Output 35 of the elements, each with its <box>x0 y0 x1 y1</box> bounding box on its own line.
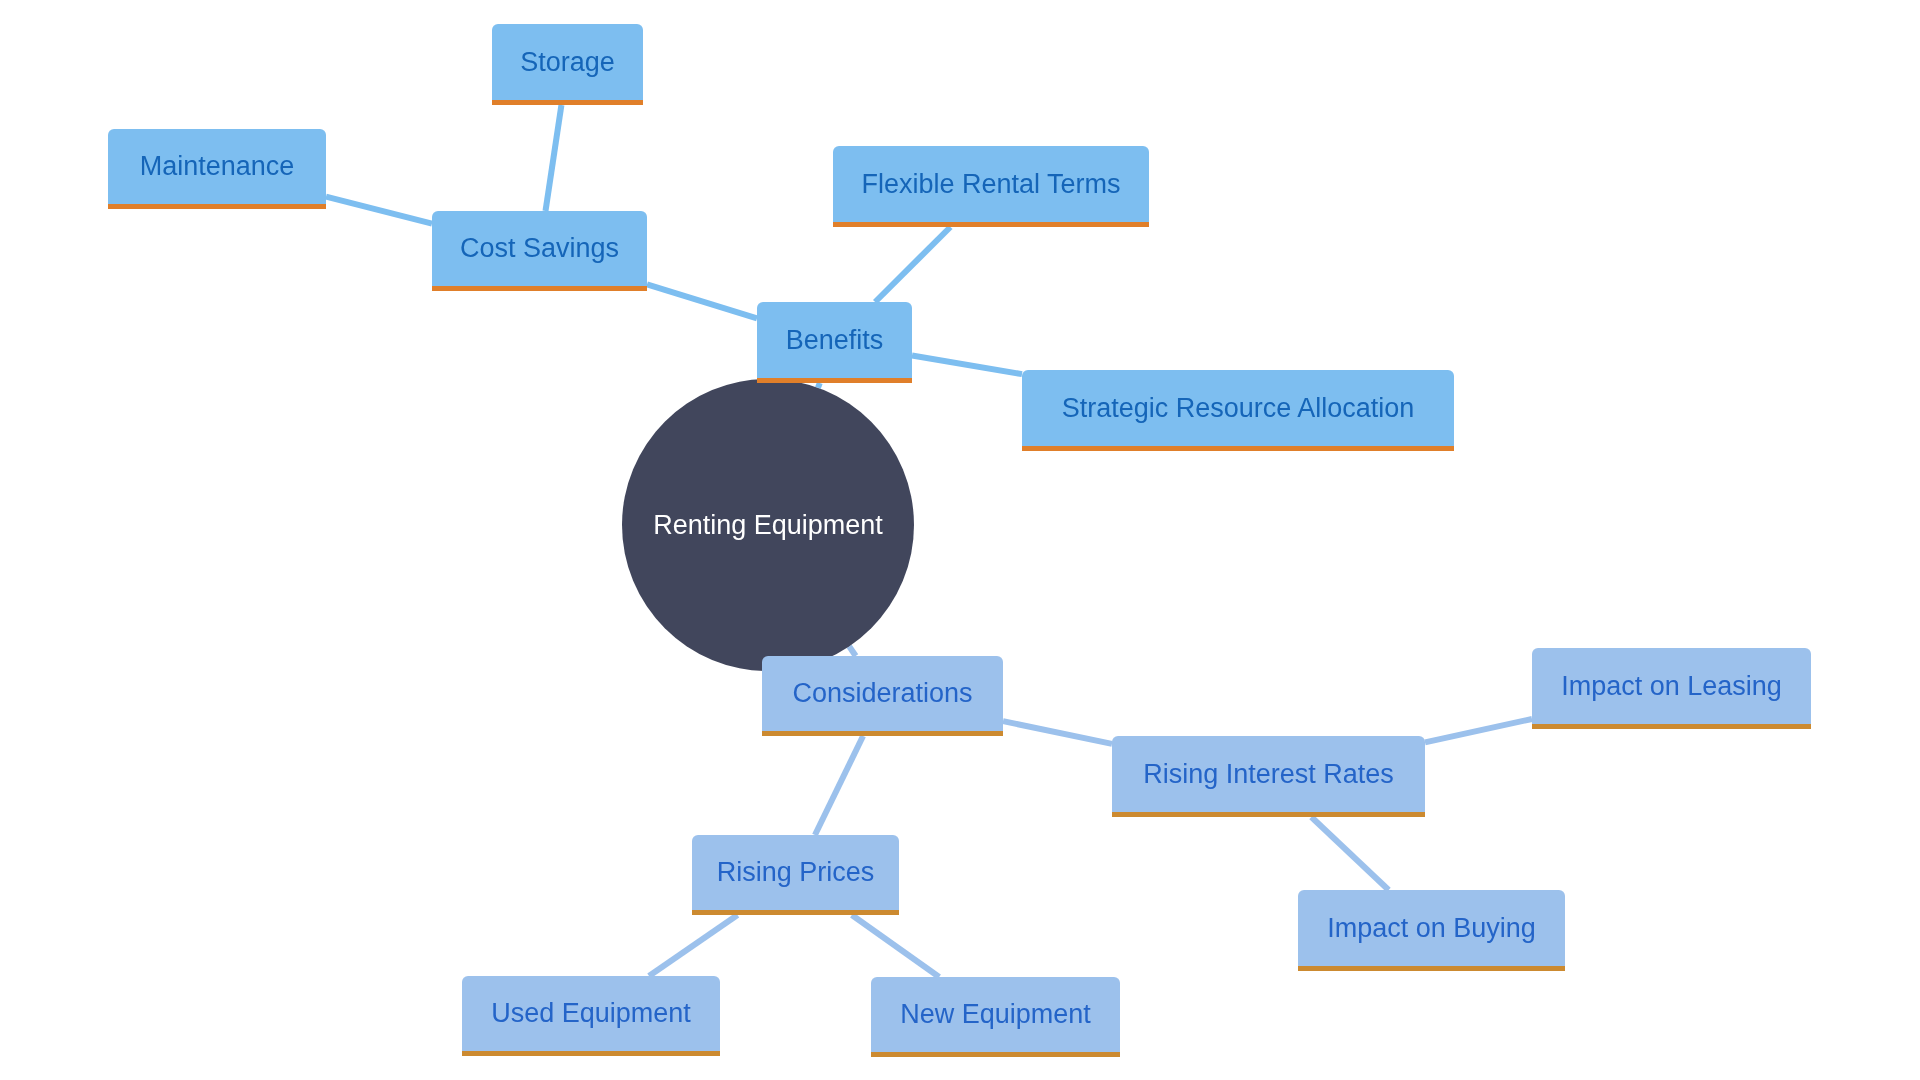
topic-label: Used Equipment <box>490 998 692 1029</box>
topic-label: Storage <box>519 46 616 78</box>
topic-box <box>492 24 643 105</box>
topic-box <box>762 656 1003 736</box>
connector-line <box>846 644 859 658</box>
topic-label: Benefits <box>784 324 885 356</box>
connector-line <box>1002 718 1113 747</box>
connector-line <box>542 104 565 212</box>
topic-label: Renting Equipment <box>652 509 884 541</box>
topic-box <box>871 977 1120 1057</box>
connector-line <box>1424 716 1533 746</box>
topic-label: Impact on Buying <box>1326 912 1537 944</box>
connector-line <box>911 352 1023 378</box>
topic-label: Flexible Rental Terms <box>860 168 1122 200</box>
topic-label: Maintenance <box>138 151 296 182</box>
topic-box <box>833 146 1149 227</box>
topic-label: New Equipment <box>899 999 1092 1030</box>
topic-box <box>108 129 326 209</box>
topic-label: Strategic Resource Allocation <box>1060 392 1416 424</box>
topic-box <box>462 976 720 1056</box>
topic-box <box>1022 370 1454 451</box>
topic-label: Impact on Leasing <box>1560 670 1783 702</box>
topic-label: Cost Savings <box>458 233 621 264</box>
topic-box <box>1298 890 1565 971</box>
topic-box <box>432 211 647 291</box>
topic-label: Rising Interest Rates <box>1142 758 1395 790</box>
topic-box <box>692 835 899 915</box>
connector-line <box>812 734 866 837</box>
topic-label: Considerations <box>791 678 974 709</box>
topic-box <box>757 302 912 383</box>
topic-label: Rising Prices <box>715 857 876 888</box>
topic-box <box>1112 736 1425 817</box>
connector-line <box>325 193 433 227</box>
connector-line <box>646 281 758 322</box>
topic-box <box>1532 648 1811 729</box>
